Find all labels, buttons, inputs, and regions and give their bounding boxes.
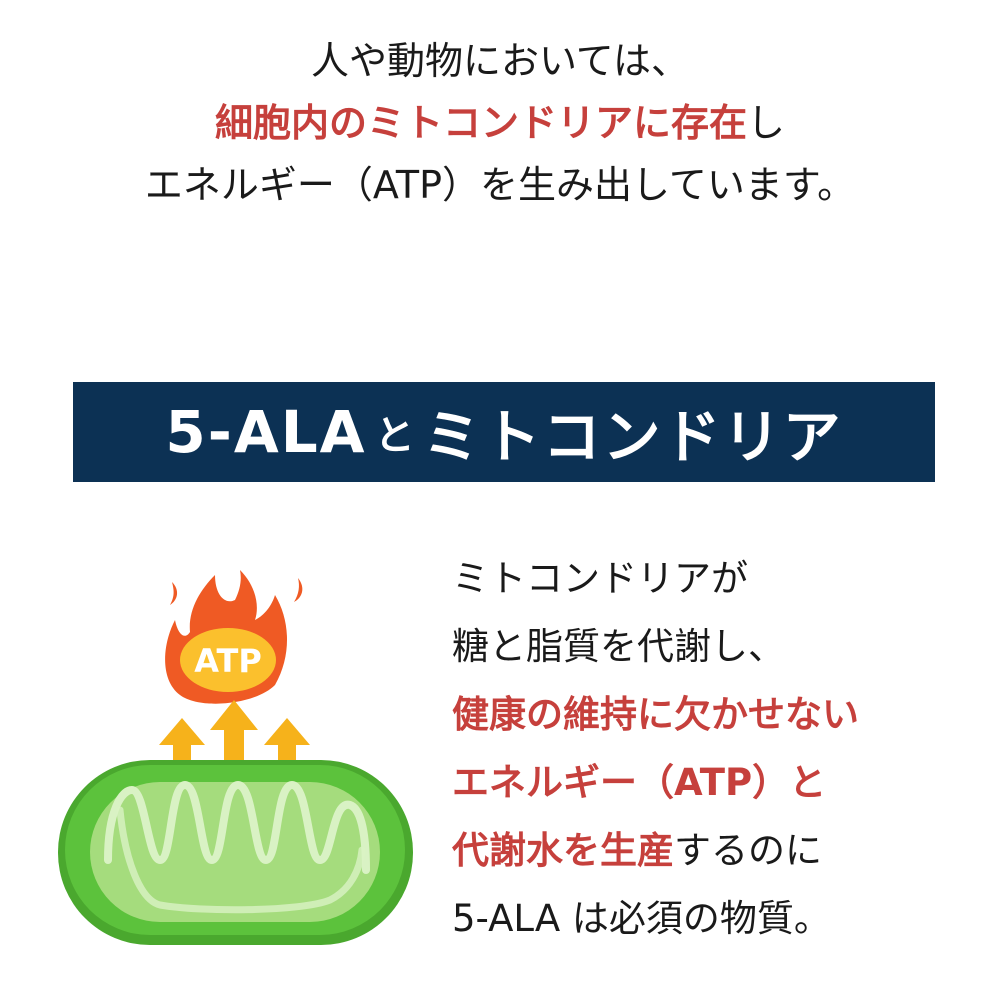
mitochondria-illustration: ATP	[50, 560, 430, 960]
banner-mitochondria: ミトコンドリア	[422, 403, 843, 471]
desc-line-3: 健康の維持に欠かせない	[452, 693, 859, 736]
desc-line-4: エネルギー（ATP）と	[452, 761, 827, 804]
desc-line-1: ミトコンドリアが	[452, 557, 748, 600]
description-text: ミトコンドリアが 糖と脂質を代謝し、 健康の維持に欠かせない エネルギー（ATP…	[452, 545, 972, 953]
section-banner: 5-ALA と ミトコンドリア	[73, 382, 935, 482]
intro-line-3: エネルギー（ATP）を生み出しています。	[144, 163, 856, 207]
arrow-up-icon	[210, 700, 258, 765]
desc-line-5-highlight: 代謝水を生産	[452, 829, 674, 872]
intro-text: 人や動物においては、 細胞内のミトコンドリアに存在し エネルギー（ATP）を生み…	[0, 30, 1000, 216]
flame-icon: ATP	[165, 570, 303, 704]
banner-5ala: 5-ALA	[165, 398, 367, 466]
mitochondria-svg: ATP	[58, 570, 413, 945]
desc-line-5: 代謝水を生産するのに	[452, 817, 972, 885]
intro-line-1: 人や動物においては、	[310, 39, 690, 83]
desc-line-5-rest: するのに	[674, 829, 822, 872]
arrow-up-icon	[159, 718, 205, 775]
mitochondrion-shape	[58, 760, 413, 945]
arrow-up-icons	[159, 700, 310, 775]
atp-label: ATP	[194, 642, 262, 680]
banner-to: と	[374, 413, 415, 459]
desc-line-2: 糖と脂質を代謝し、	[452, 625, 785, 668]
intro-line-2: 細胞内のミトコンドリアに存在し	[0, 92, 1000, 154]
intro-line-2-rest: し	[747, 101, 786, 145]
arrow-up-icon	[264, 718, 310, 775]
intro-highlight: 細胞内のミトコンドリアに存在	[214, 101, 747, 145]
desc-line-6: 5-ALA は必須の物質。	[452, 897, 831, 940]
